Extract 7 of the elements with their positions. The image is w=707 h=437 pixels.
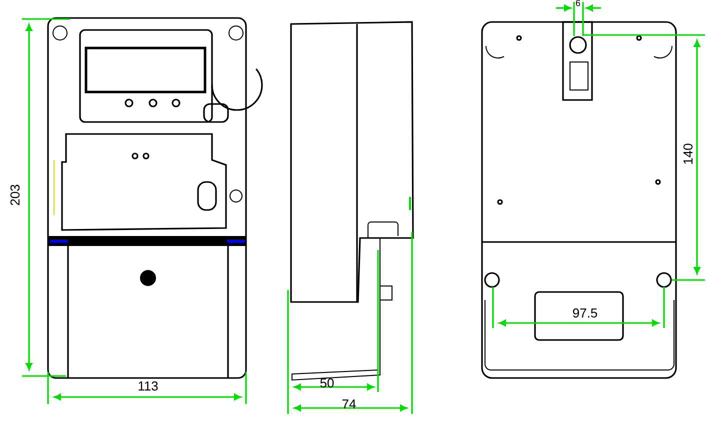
dimension-label: 50 xyxy=(320,378,334,388)
dimension-label: 113 xyxy=(138,381,158,391)
dimension-label: 97.5 xyxy=(573,308,598,318)
dimension-label: 6 xyxy=(576,0,580,6)
dimension-label: 74 xyxy=(342,400,356,408)
dimension-label: 203 xyxy=(10,184,20,206)
dimension-label: 140 xyxy=(683,144,693,164)
